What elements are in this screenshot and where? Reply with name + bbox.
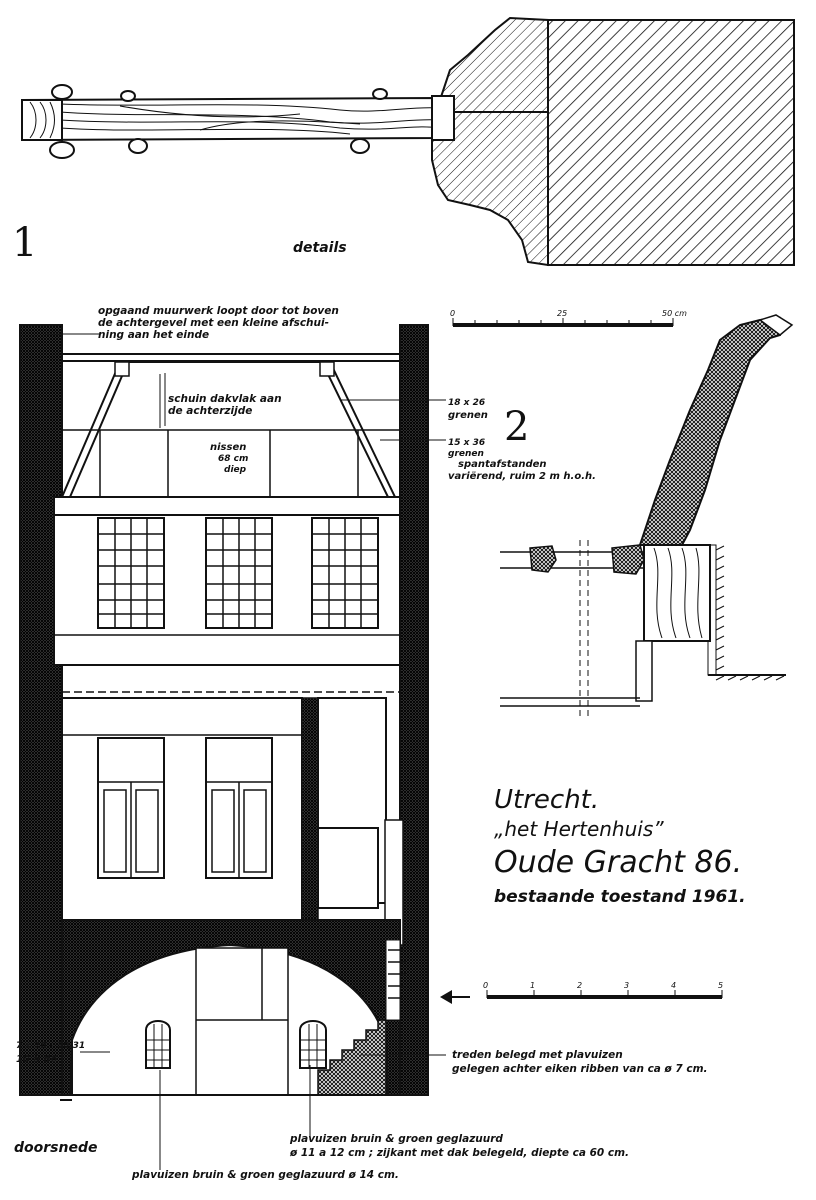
note-beam2-wood: grenen bbox=[448, 449, 484, 459]
section-number: 2 bbox=[504, 404, 529, 450]
section-arrow bbox=[440, 990, 470, 1004]
note-steps-2: gelegen achter eiken ribben van ca ø 7 c… bbox=[452, 1063, 708, 1075]
note-masonry-2: de achtergevel met een kleine afschui- bbox=[98, 317, 329, 329]
note-beam2-size: 15 x 36 bbox=[448, 438, 485, 448]
scale-section-tick-3: 3 bbox=[624, 981, 629, 990]
note-spacing-2: variërend, ruim 2 m h.o.h. bbox=[448, 471, 596, 482]
scale-bar-detail bbox=[452, 318, 674, 327]
section-caption: doorsnede bbox=[14, 1140, 97, 1156]
building-section-drawing bbox=[19, 324, 429, 1101]
note-masonry-1: opgaand muurwerk loopt door tot boven bbox=[98, 305, 339, 317]
note-beam1-size: 18 x 26 bbox=[448, 398, 485, 408]
title-address: Oude Gracht 86. bbox=[494, 845, 742, 880]
note-floor-2: ø 11 a 12 cm ; zijkant met dak belegeld,… bbox=[289, 1147, 629, 1159]
scale-section-tick-4: 4 bbox=[671, 981, 676, 990]
scale-bar-section bbox=[486, 990, 723, 999]
scale-section-tick-2: 2 bbox=[577, 981, 582, 990]
note-beam1-wood: grenen bbox=[448, 410, 488, 421]
title-building-name: „het Hertenhuis” bbox=[494, 817, 664, 841]
note-masonry-3: ning aan het einde bbox=[98, 329, 209, 341]
note-roof-1: schuin dakvlak aan bbox=[168, 393, 282, 405]
title-city: Utrecht. bbox=[494, 785, 599, 815]
note-joist-1: 7 x 18 - 30/31 bbox=[16, 1041, 85, 1051]
scale-section-tick-5: 5 bbox=[718, 981, 723, 990]
note-spacing-1: spantafstanden bbox=[458, 459, 547, 470]
scale-section-tick-0: 0 bbox=[483, 981, 488, 990]
title-state: bestaande toestand 1961. bbox=[494, 887, 746, 907]
note-niche-1: nissen bbox=[210, 442, 246, 453]
note-floor-1: plavuizen bruin & groen geglazuurd bbox=[289, 1133, 503, 1145]
detail-caption: details bbox=[293, 240, 347, 256]
note-niche-2: 68 cm bbox=[218, 454, 248, 464]
detail-1-drawing bbox=[21, 16, 795, 267]
leader-lines bbox=[45, 333, 446, 1170]
scale-detail-tick-25: 25 bbox=[557, 309, 567, 318]
detail-2-drawing bbox=[500, 314, 794, 720]
note-steps-1: treden belegd met plavuizen bbox=[452, 1049, 623, 1061]
scale-detail-tick-0: 0 bbox=[450, 309, 455, 318]
scale-detail-tick-50: 50 cm bbox=[662, 309, 687, 318]
note-joist-2: 10 à 86 bbox=[16, 1053, 58, 1065]
note-roof-2: de achterzijde bbox=[168, 405, 252, 417]
detail-number: 1 bbox=[12, 220, 37, 266]
note-niche-3: diep bbox=[224, 465, 247, 475]
scale-section-tick-1: 1 bbox=[530, 981, 535, 990]
note-tiles: plavuizen bruin & groen geglazuurd ø 14 … bbox=[131, 1169, 399, 1181]
